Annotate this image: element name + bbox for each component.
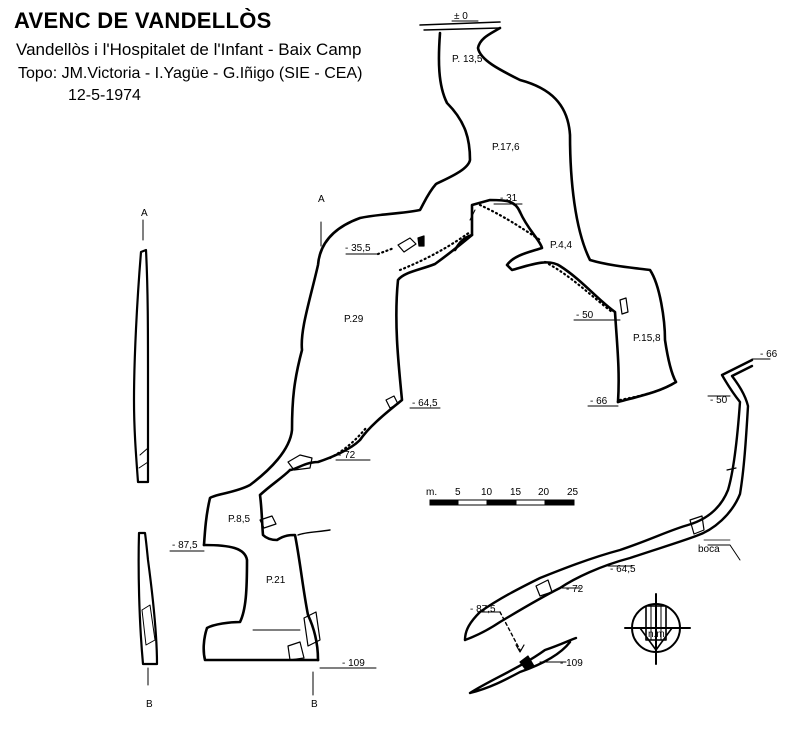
section-a-label-profile: A — [318, 194, 325, 205]
survey-title: AVENC DE VANDELLÒS — [14, 8, 272, 33]
cross-section-a — [132, 219, 150, 484]
pitch-label: P.8,5 — [228, 514, 250, 525]
plan-depth-label: - 72 — [566, 584, 584, 595]
plan-depth-label: - 64,5 — [610, 564, 636, 575]
depth-label: - 31 — [500, 193, 518, 204]
survey-location: Vandellòs i l'Hospitalet de l'Infant - B… — [16, 40, 362, 59]
cross-section-b — [137, 531, 159, 686]
depth-label: - 87,5 — [172, 540, 198, 551]
section-b-label-profile: B — [311, 699, 318, 710]
pitch-label: P.17,6 — [492, 142, 520, 153]
pitch-label: P.21 — [266, 575, 286, 586]
scale-unit: m. — [426, 487, 437, 498]
section-a-label-left: A — [141, 208, 148, 219]
survey-date: 12-5-1974 — [68, 87, 141, 104]
plan-depth-label: - 109 — [560, 658, 583, 669]
scale-bar — [429, 499, 575, 506]
depth-label: ± 0 — [454, 11, 468, 22]
section-b-label-left: B — [146, 699, 153, 710]
depth-label: - 50 — [576, 310, 594, 321]
breakdown-blocks — [252, 209, 629, 661]
sediment-dots — [328, 203, 678, 460]
scale-tick: 15 — [510, 487, 522, 498]
depth-ticks — [169, 20, 621, 696]
scale-tick: 25 — [567, 487, 579, 498]
plan-depth-ticks — [477, 358, 771, 663]
pitch-label: P. 13,5 — [452, 54, 483, 65]
north-arrow — [624, 593, 691, 665]
pitch-label: P.15,8 — [633, 333, 661, 344]
pitch-label: P.4,4 — [550, 240, 572, 251]
north-label: n.m — [648, 629, 665, 640]
depth-label: - 66 — [590, 396, 608, 407]
plan-depth-label: - 87,5 — [470, 604, 496, 615]
plan-view — [463, 358, 754, 695]
survey-authors: Topo: JM.Victoria - I.Yagüe - G.Iñigo (S… — [18, 65, 363, 82]
depth-label: - 72 — [338, 450, 356, 461]
entrance-label: boca — [698, 544, 720, 555]
depth-label: - 64,5 — [412, 398, 438, 409]
elevation-profile — [202, 21, 678, 662]
pitch-label: P.29 — [344, 314, 364, 325]
scale-tick: 10 — [481, 487, 493, 498]
plan-depth-label: - 50 — [710, 395, 728, 406]
scale-tick: 5 — [455, 487, 461, 498]
depth-label: - 35,5 — [345, 243, 371, 254]
plan-depth-label: - 66 — [760, 349, 778, 360]
depth-label: - 109 — [342, 658, 365, 669]
scale-tick: 20 — [538, 487, 550, 498]
